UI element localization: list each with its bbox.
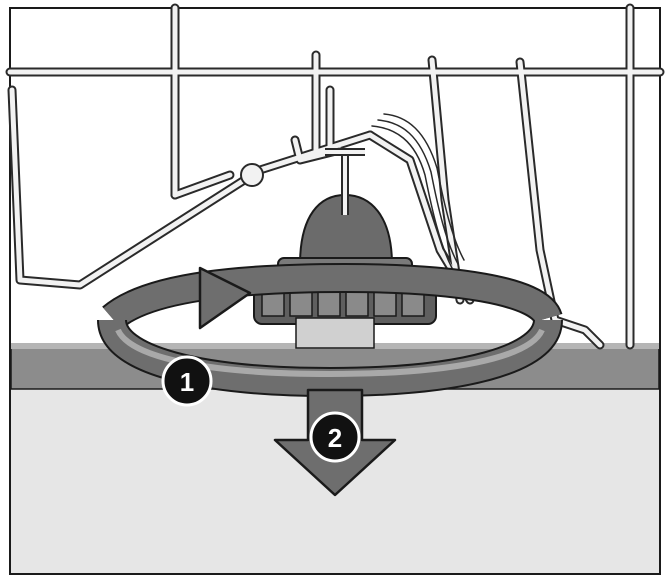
filter-insert	[295, 317, 375, 349]
step-badge-1: 1	[161, 355, 213, 407]
step-badge-2: 2	[309, 411, 361, 463]
rotate-arrow-head	[198, 266, 252, 330]
step-number-2: 2	[328, 423, 342, 453]
rotate-arrow	[97, 262, 563, 398]
step-number-1: 1	[180, 367, 194, 397]
